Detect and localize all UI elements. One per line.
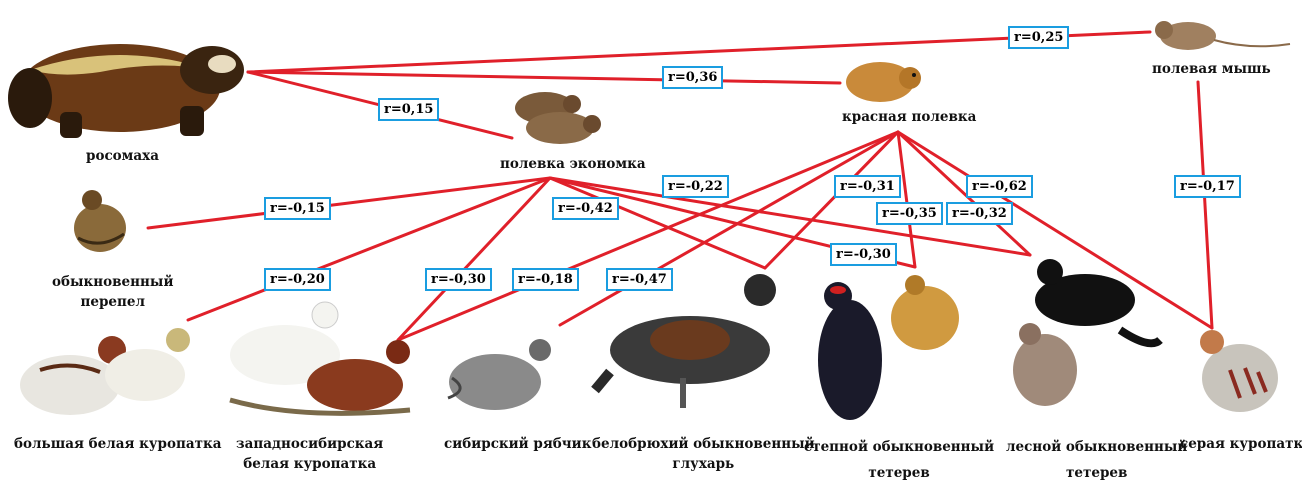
label-forest-line1: лесной обыкновенный xyxy=(1006,439,1188,455)
corr-red-vole-steppe: r=-0,35 xyxy=(876,202,943,225)
corr-wolverine-vole-economist: r=0,15 xyxy=(378,98,440,121)
willow-ptarmigan-picture xyxy=(20,328,190,415)
wolverine-picture xyxy=(8,44,244,138)
label-steppe-black-grouse: степной обыкновенный тетерев xyxy=(804,434,994,486)
line-red-vole-steppe xyxy=(896,130,917,269)
line-red-vole-forest xyxy=(896,130,1032,257)
line-red-vole-hazel xyxy=(558,130,900,327)
label-vole-economist: полевка экономка xyxy=(500,156,646,172)
label-steppe-line2: тетерев xyxy=(868,465,930,481)
line-wolverine-field-mouse xyxy=(246,30,1152,74)
line-economist-willow xyxy=(186,176,552,322)
corr-economist-wsib: r=-0,30 xyxy=(425,268,492,291)
line-economist-forest xyxy=(548,176,1032,257)
corr-red-vole-capercaillie: r=-0,31 xyxy=(834,175,901,198)
label-quail-line2: перепел xyxy=(80,294,145,310)
corr-red-vole-hazel: r=-0,47 xyxy=(606,268,673,291)
field-mouse-picture xyxy=(1155,21,1291,50)
steppe-black-grouse-picture xyxy=(818,275,959,420)
line-red-vole-capercaillie xyxy=(763,130,900,270)
label-capercaillie-line2: глухарь xyxy=(672,456,735,472)
label-capercaillie: белобрюхий обыкновенный глухарь xyxy=(592,434,815,474)
label-forest-black-grouse: лесной обыкновенный тетерев xyxy=(1006,434,1187,486)
label-wolverine: росомаха xyxy=(86,148,159,164)
corr-red-vole-wsib: r=-0,18 xyxy=(512,268,579,291)
label-forest-line2: тетерев xyxy=(1066,465,1128,481)
line-economist-capercaillie xyxy=(548,176,767,270)
line-red-vole-wsib xyxy=(396,130,900,342)
line-wolverine-red-vole xyxy=(246,70,842,85)
corr-red-vole-forest: r=-0,32 xyxy=(946,202,1013,225)
label-wsib-line2: белая куропатка xyxy=(243,456,377,472)
label-field-mouse: полевая мышь xyxy=(1152,61,1271,77)
label-willow-ptarmigan: большая белая куропатка xyxy=(14,436,222,452)
corr-economist-forest: r=-0,22 xyxy=(662,175,729,198)
line-economist-wsib xyxy=(396,176,552,342)
line-economist-quail xyxy=(146,176,552,230)
line-field-mouse-grey xyxy=(1196,80,1214,330)
label-steppe-line1: степной обыкновенный xyxy=(804,439,995,455)
label-west-siberian-ptarmigan: западносибирская белая куропатка xyxy=(236,434,383,474)
label-grey-partridge: серая куропатка xyxy=(1180,436,1302,452)
label-quail-line1: обыкновенный xyxy=(52,274,174,290)
corr-economist-quail: r=-0,15 xyxy=(264,197,331,220)
line-red-vole-grey xyxy=(896,130,1214,330)
label-red-vole: красная полевка xyxy=(842,109,977,125)
corr-steppe-economist: r=-0,30 xyxy=(830,243,897,266)
corr-red-vole-grey: r=-0,62 xyxy=(966,175,1033,198)
corr-wolverine-field-mouse: r=0,25 xyxy=(1008,26,1070,49)
label-hazel-grouse: сибирский рябчик xyxy=(444,436,592,452)
red-vole-picture xyxy=(846,62,921,102)
label-wsib-line1: западносибирская xyxy=(236,436,384,452)
hazel-grouse-picture xyxy=(447,339,551,410)
corr-economist-willow: r=-0,20 xyxy=(264,268,331,291)
corr-field-mouse-grey: r=-0,17 xyxy=(1174,175,1241,198)
label-capercaillie-line1: белобрюхий обыкновенный xyxy=(592,436,815,452)
forest-black-grouse-picture xyxy=(1013,259,1163,406)
quail-picture xyxy=(74,190,126,252)
corr-economist-capercaillie: r=-0,42 xyxy=(552,197,619,220)
grey-partridge-picture xyxy=(1200,330,1278,412)
west-siberian-ptarmigan-picture xyxy=(229,301,411,416)
vole-economist-picture xyxy=(515,92,601,144)
capercaillie-picture xyxy=(591,274,776,408)
corr-wolverine-red-vole: r=0,36 xyxy=(662,66,724,89)
label-quail: обыкновенный перепел xyxy=(52,272,173,312)
